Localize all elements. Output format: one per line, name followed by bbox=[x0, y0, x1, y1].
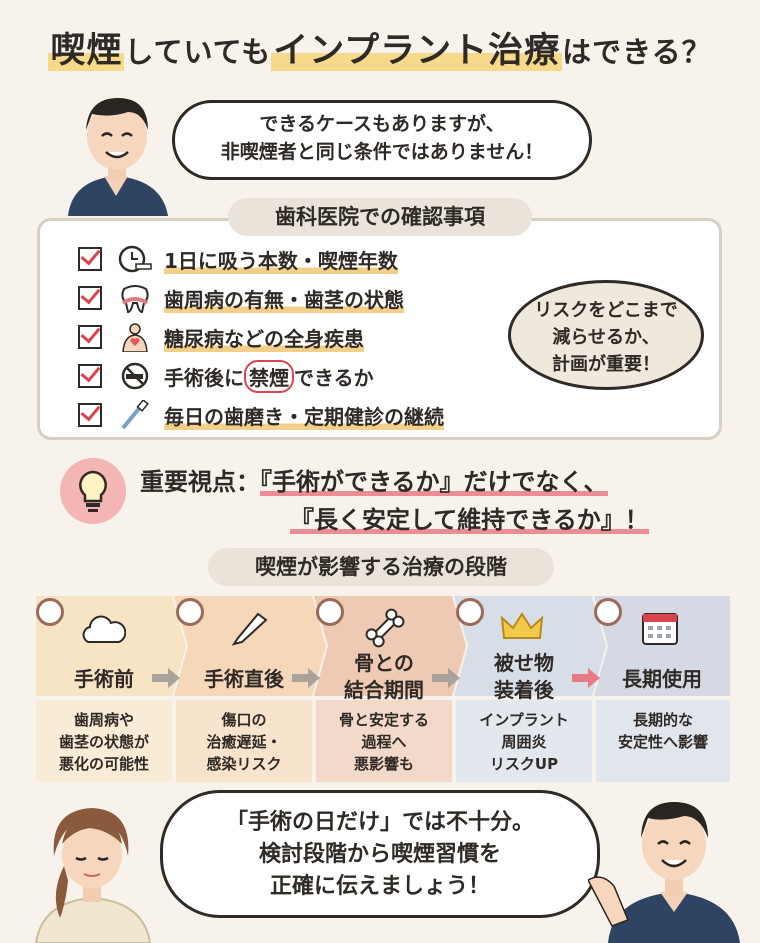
closing-line-2: 検討段階から喫煙習慣を bbox=[258, 841, 501, 867]
title-even-if: していても bbox=[124, 35, 272, 69]
clock-icon bbox=[36, 598, 64, 626]
cloud-icon bbox=[82, 615, 126, 643]
key-point-line-1: 重要視点：『手術ができるか』だけでなく、 bbox=[140, 462, 608, 497]
stage-desc-line: リスクUP bbox=[489, 754, 559, 773]
stage-desc-line: 過程へ bbox=[361, 732, 407, 751]
stage-desc-line: 周囲炎 bbox=[501, 732, 547, 751]
stage-description: 傷口の 治癒遅延・ 感染リスク bbox=[176, 710, 312, 775]
checklist-item-text: 歯周病の有無・歯茎の状態 bbox=[164, 283, 404, 313]
closing-speech-bubble: 「手術の日だけ」では不十分。 検討段階から喫煙習慣を 正確に伝えましょう！ bbox=[160, 790, 600, 918]
checkbox-icon bbox=[78, 364, 102, 388]
arrow-right-icon bbox=[572, 668, 600, 688]
checklist-item: 糖尿病などの全身疾患 bbox=[78, 322, 364, 352]
clock-icon bbox=[594, 598, 622, 626]
title-possible: はできる？ bbox=[562, 35, 712, 69]
checklist-item-text-pre: 手術後に bbox=[164, 365, 244, 390]
stage-name: 被せ物 装着後 bbox=[494, 651, 554, 702]
arrow-right-icon bbox=[152, 668, 180, 688]
body-icon bbox=[118, 322, 152, 352]
key-point-label: 重要視点： bbox=[140, 468, 260, 496]
stage-description: 長期的な 安定性へ影響 bbox=[596, 710, 730, 754]
key-point-line-2: 『長く安定して維持できるか』！ bbox=[290, 500, 649, 535]
stages-background bbox=[36, 596, 730, 782]
clock-icon bbox=[456, 598, 484, 626]
stage-description: 歯周病や 歯茎の状態が 悪化の可能性 bbox=[36, 710, 172, 775]
bone-icon bbox=[365, 608, 405, 648]
key-point-text-2: 『長く安定して維持できるか』！ bbox=[290, 506, 649, 534]
key-point-text-1: 『手術ができるか』だけでなく、 bbox=[260, 468, 608, 496]
stages-heading: 喫煙が影響する治療の段階 bbox=[208, 548, 554, 586]
checklist-item-text: 糖尿病などの全身疾患 bbox=[164, 322, 364, 352]
title-implant: インプラント治療 bbox=[271, 31, 563, 71]
checklist-item: 1日に吸う本数・喫煙年数 bbox=[78, 244, 398, 274]
checkbox-icon bbox=[78, 325, 102, 349]
clock-cigarette-icon bbox=[118, 244, 152, 274]
scalpel-icon bbox=[231, 612, 268, 646]
checklist-item-text: 1日に吸う本数・喫煙年数 bbox=[164, 244, 398, 274]
intro-line-1: できるケースもありますが、 bbox=[259, 113, 505, 135]
checklist-item-highlight: 禁煙 bbox=[244, 359, 294, 393]
intro-line-2: 非喫煙者と同じ条件ではありません！ bbox=[220, 140, 544, 163]
checklist-item: 手術後に禁煙できるか bbox=[78, 359, 374, 393]
stage-desc-line: 安定性へ影響 bbox=[617, 732, 708, 751]
stage-desc-line: 歯茎の状態が bbox=[58, 732, 149, 751]
toothbrush-icon bbox=[118, 400, 152, 430]
clock-icon bbox=[316, 598, 344, 626]
calendar-icon bbox=[642, 613, 678, 645]
checkbox-icon bbox=[78, 286, 102, 310]
checklist-item: 歯周病の有無・歯茎の状態 bbox=[78, 283, 404, 313]
doctor-illustration bbox=[588, 802, 740, 943]
stage-desc-line: 感染リスク bbox=[206, 754, 282, 773]
crown-icon bbox=[500, 612, 544, 639]
stage-desc-line: インプラント bbox=[479, 711, 569, 729]
arrow-right-icon bbox=[432, 668, 460, 688]
stage-name: 骨との 結合期間 bbox=[344, 651, 424, 702]
checkbox-icon bbox=[78, 247, 102, 271]
stage-desc-line: 歯周病や bbox=[73, 711, 134, 729]
intro-speech-bubble: できるケースもありますが、 非喫煙者と同じ条件ではありません！ bbox=[172, 100, 592, 180]
stage-desc-line: 悪化の可能性 bbox=[58, 754, 149, 773]
stage-name: 長期使用 bbox=[622, 667, 702, 691]
checklist-item-text-post: できるか bbox=[294, 365, 374, 390]
checklist-item-text: 毎日の歯磨き・定期健診の継続 bbox=[164, 400, 444, 430]
clock-icon bbox=[176, 598, 204, 626]
stage-name: 手術直後 bbox=[204, 667, 284, 691]
title-smoking: 喫煙 bbox=[48, 31, 125, 71]
checklist-heading: 歯科医院での確認事項 bbox=[228, 198, 532, 236]
stage-desc-line: 治癒遅延・ bbox=[206, 732, 282, 751]
no-smoking-icon bbox=[118, 361, 152, 391]
tooth-icon bbox=[118, 283, 152, 313]
patient-illustration bbox=[34, 808, 152, 943]
closing-line-1: 「手術の日だけ」では不十分。 bbox=[225, 810, 534, 835]
checklist-item: 毎日の歯磨き・定期健診の継続 bbox=[78, 400, 444, 430]
stage-desc-line: 傷口の bbox=[221, 711, 267, 729]
stage-desc-line: 悪影響も bbox=[353, 754, 414, 773]
light-bulb-icon bbox=[60, 458, 126, 524]
cloud-line-1: リスクをどこまで bbox=[534, 300, 678, 321]
closing-line-3: 正確に伝えましょう！ bbox=[269, 873, 490, 899]
cloud-line-3: 計画が重要！ bbox=[552, 354, 660, 375]
arrow-right-icon bbox=[292, 668, 320, 688]
cloud-line-2: 減らせるか、 bbox=[552, 327, 660, 348]
stage-desc-line: 骨と安定する bbox=[338, 711, 429, 729]
stage-description: 骨と安定する 過程へ 悪影響も bbox=[316, 710, 452, 775]
doctor-illustration bbox=[68, 98, 168, 216]
stage-description: インプラント 周囲炎 リスクUP bbox=[456, 710, 592, 775]
thought-cloud: リスクをどこまで 減らせるか、 計画が重要！ bbox=[508, 280, 704, 390]
checkbox-icon bbox=[78, 403, 102, 427]
page-title: 喫煙していてもインプラント治療はできる？ bbox=[0, 22, 760, 73]
stage-name: 手術前 bbox=[74, 667, 134, 691]
stage-desc-line: 長期的な bbox=[632, 711, 693, 729]
